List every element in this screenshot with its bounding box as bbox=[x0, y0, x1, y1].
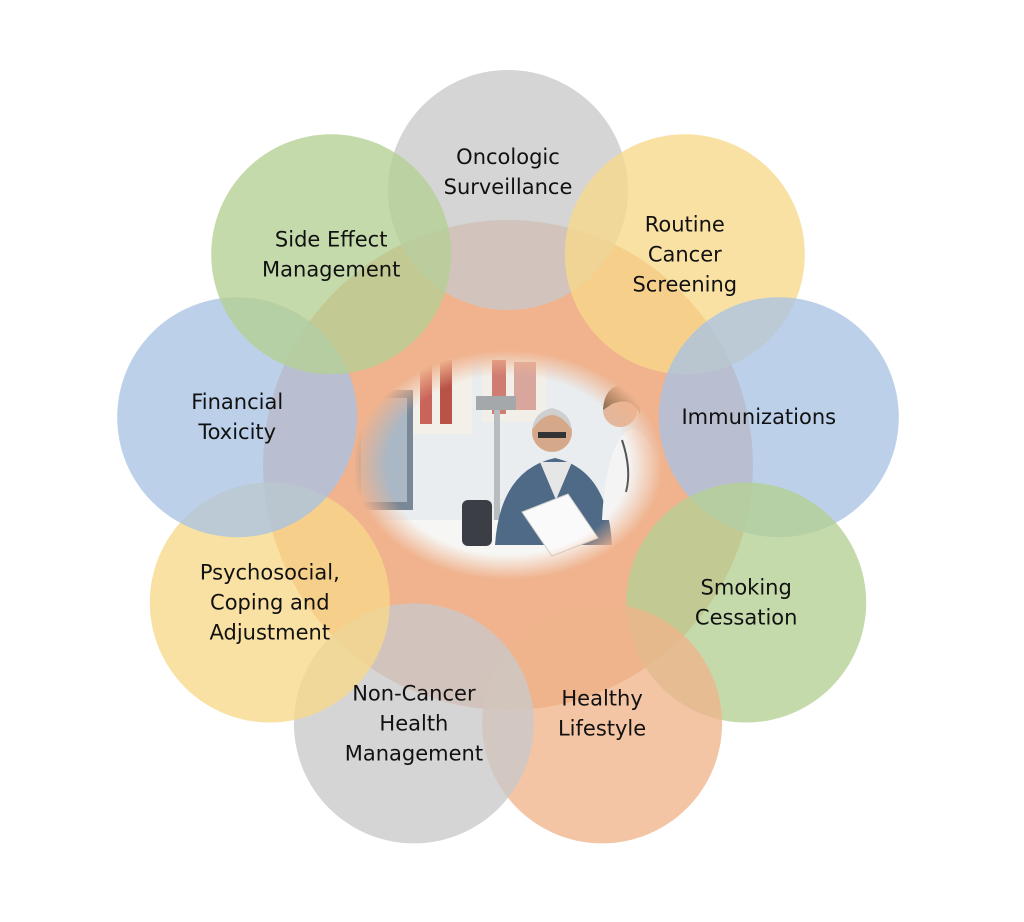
petal-label-line: Healthy bbox=[561, 686, 642, 710]
petal-label-line: Coping and bbox=[210, 591, 330, 615]
petal-label-immunizations: Immunizations bbox=[681, 405, 836, 429]
petal-label-line: Side Effect bbox=[275, 227, 388, 251]
petal-label-line: Oncologic bbox=[456, 145, 560, 169]
petal-label-line: Health bbox=[379, 711, 448, 735]
petal-label-line: Financial bbox=[191, 390, 283, 414]
petal-group bbox=[117, 70, 899, 844]
petal-label-line: Non-Cancer bbox=[352, 681, 476, 705]
petal-label-line: Immunizations bbox=[681, 405, 836, 429]
petal-label-line: Adjustment bbox=[210, 621, 331, 645]
center-photo bbox=[350, 348, 670, 590]
petal-label-line: Surveillance bbox=[444, 175, 573, 199]
petal-label-line: Management bbox=[345, 741, 483, 765]
petal-psychosocial-coping-adjustment bbox=[149, 482, 390, 723]
petal-label-line: Lifestyle bbox=[558, 716, 646, 740]
petal-label-line: Psychosocial, bbox=[200, 561, 340, 585]
petal-immunizations bbox=[658, 297, 899, 538]
petal-label-line: Routine bbox=[645, 212, 725, 236]
petal-label-line: Cancer bbox=[648, 242, 722, 266]
petal-label-line: Toxicity bbox=[197, 420, 276, 444]
petal-label-line: Cessation bbox=[695, 606, 798, 630]
petal-side-effect-management bbox=[211, 134, 452, 375]
petal-healthy-lifestyle bbox=[482, 603, 723, 844]
petal-label-line: Screening bbox=[632, 272, 737, 296]
petal-label-line: Smoking bbox=[701, 576, 792, 600]
petal-label-line: Management bbox=[262, 257, 400, 281]
